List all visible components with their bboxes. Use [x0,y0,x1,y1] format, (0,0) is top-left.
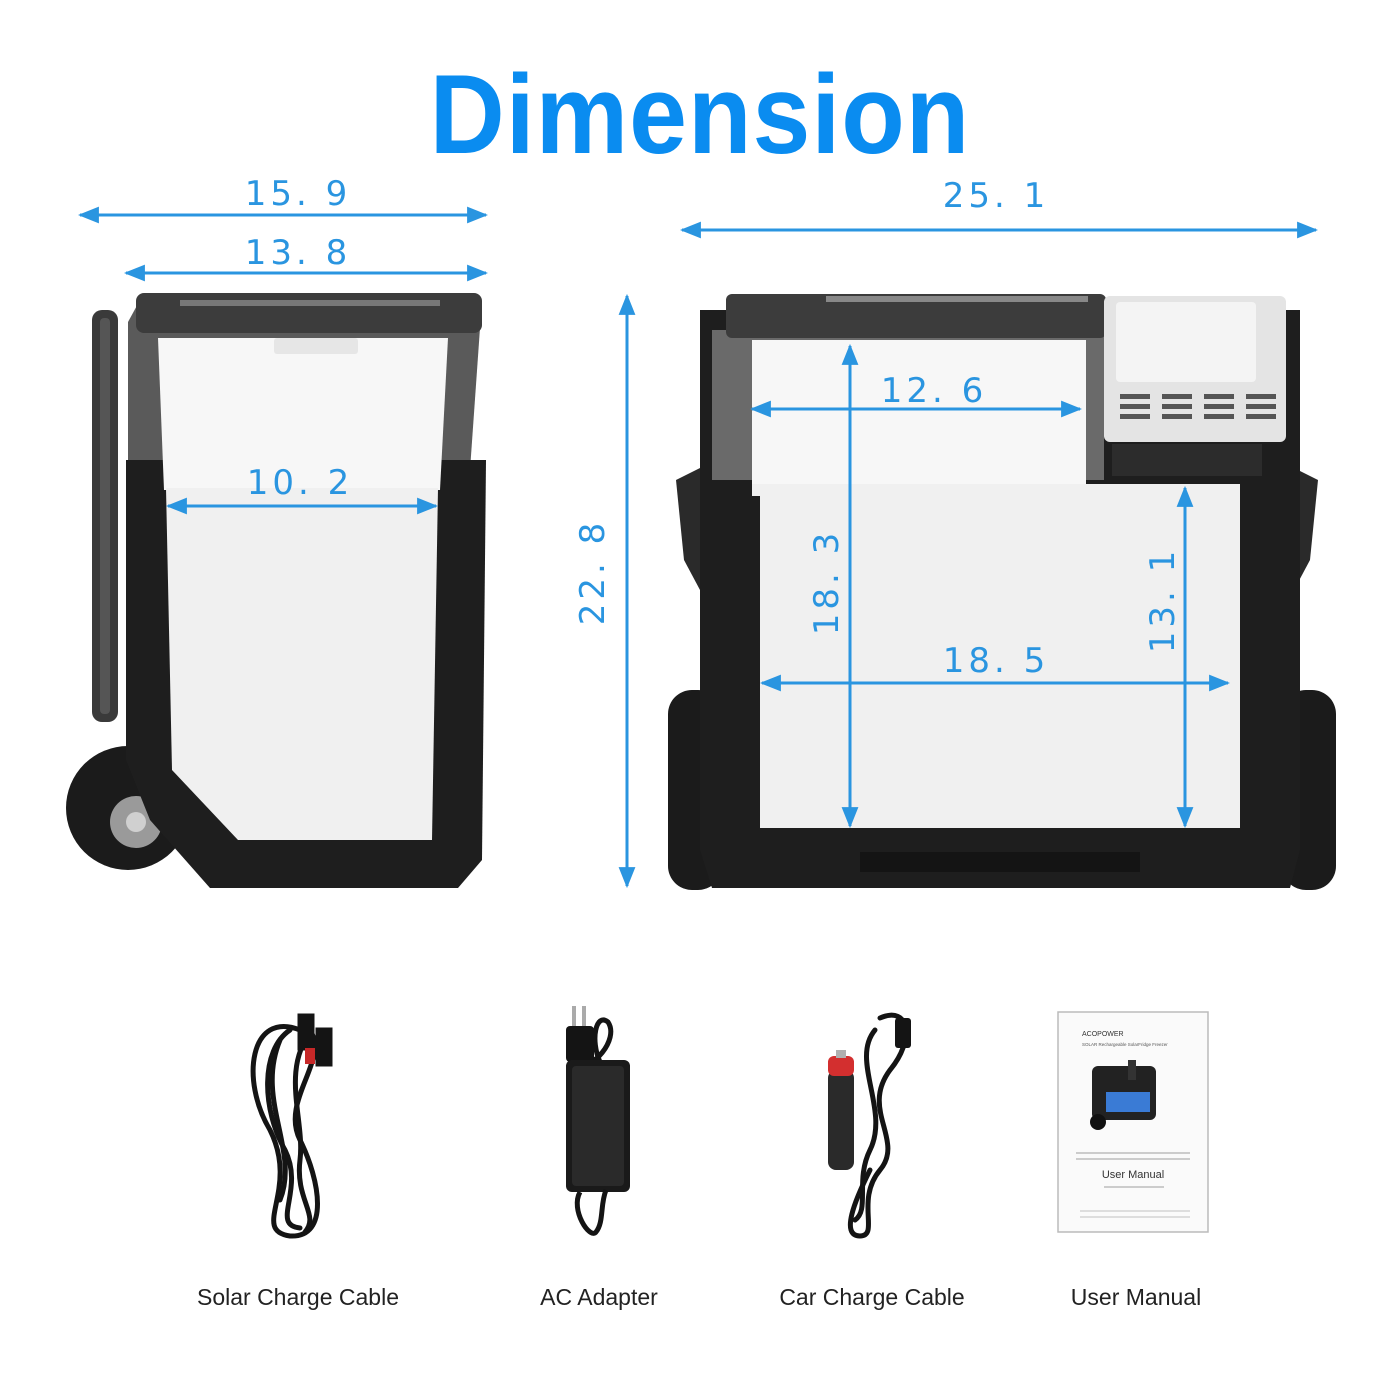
dimension-label: 22. 8 [573,519,613,626]
dimension-label: 12. 6 [881,371,988,411]
dimension-label: 18. 3 [807,529,847,636]
ac-adapter-icon [566,1006,630,1236]
manual-subtitle: SOLAR Rechargeable SolarFridge Freezer [1082,1042,1168,1047]
car-charge-cable-icon [828,1012,911,1239]
dimension-label: 18. 5 [943,641,1050,681]
accessory-caption-user-manual: User Manual [1070,1284,1202,1310]
dimension-label: 15. 9 [245,174,352,214]
manual-heading: User Manual [1102,1169,1164,1181]
user-manual-icon: ACOPOWER SOLAR Rechargeable SolarFridge … [1057,1011,1209,1233]
dimension-label: 13. 1 [1143,547,1183,654]
dimension-label: 10. 2 [247,463,354,503]
page-title: Dimension [429,52,971,178]
front-view-fridge [668,294,1336,890]
accessory-caption-car-charge-cable: Car Charge Cable [779,1284,965,1310]
accessory-caption-solar-charge-cable: Solar Charge Cable [196,1284,399,1310]
accessory-caption-ac-adapter: AC Adapter [540,1284,658,1310]
dimension-label: 13. 8 [245,233,352,273]
side-view-fridge [66,293,486,888]
dimension-label: 25. 1 [943,176,1050,216]
manual-brand: ACOPOWER [1082,1031,1124,1038]
solar-charge-cable-icon [250,1013,333,1239]
